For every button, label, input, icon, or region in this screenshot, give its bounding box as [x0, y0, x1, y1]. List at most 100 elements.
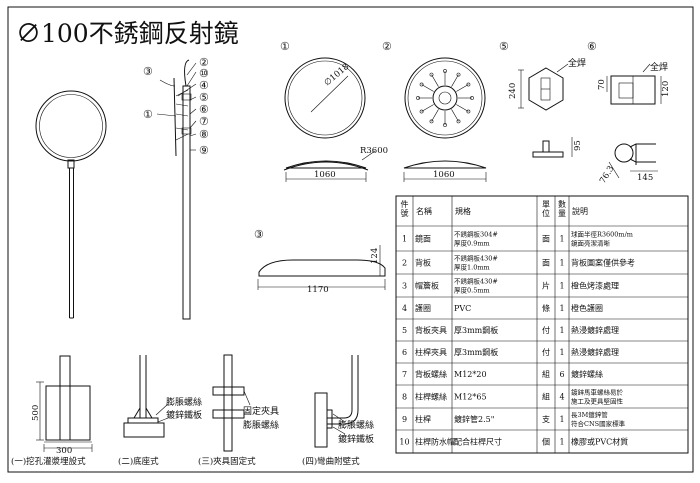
- table-cell: 不銹鋼板430#: [454, 254, 498, 263]
- table-cell: 1: [559, 304, 564, 313]
- dim-1060-a: 1060: [314, 170, 336, 180]
- table-cell: 1: [559, 326, 564, 335]
- table-cell: 面: [542, 259, 550, 268]
- dim-70: 70: [597, 79, 607, 90]
- table-cell: 1: [559, 282, 564, 291]
- back-plate-clamp-view: [518, 63, 573, 158]
- table-cell: 背板螺絲: [415, 369, 447, 379]
- table-cell: 付: [542, 325, 550, 335]
- table-cell: 鍍鋅管2.5": [454, 414, 494, 424]
- table-cell: 組: [542, 369, 550, 379]
- dim-r3600: R3600: [360, 146, 388, 156]
- table-cell: 9: [402, 415, 407, 424]
- table-cell: 1: [559, 259, 564, 268]
- dim-120: 120: [661, 81, 671, 97]
- view-marker-6: ⑥: [587, 40, 597, 53]
- caption-buried: (一)挖孔灌漿埋設式: [11, 456, 86, 467]
- view-marker-3: ③: [254, 228, 264, 241]
- table-cell: 2: [402, 259, 407, 268]
- table-cell: 4: [559, 393, 564, 402]
- table-cell: 橙色護圈: [571, 303, 603, 313]
- table-cell: 厚度0.5mm: [454, 286, 490, 295]
- table-cell: 6: [402, 348, 407, 357]
- label-fix-clamp: 固定夾具: [243, 405, 279, 417]
- table-cell: 配合柱桿尺寸: [454, 437, 502, 447]
- dim-95: 95: [573, 140, 583, 151]
- table-cell: 1: [402, 235, 407, 244]
- table-cell: 施工及更具堅固性: [571, 397, 624, 406]
- part-marker-9: ⑨: [199, 144, 209, 157]
- pole-clamp-view: [606, 63, 662, 179]
- table-cell: 柱桿螺絲: [415, 392, 447, 402]
- view-marker-1: ①: [280, 40, 290, 53]
- table-cell: 背板圖案僅供參考: [571, 258, 635, 268]
- table-cell: 鍍鋅螺絲: [571, 369, 603, 379]
- label-anchor-bolt-3: 膨脹螺絲: [338, 419, 374, 431]
- table-cell: 3: [402, 282, 407, 291]
- table-cell: 5: [402, 326, 407, 335]
- table-cell: 鏡面: [415, 234, 431, 244]
- table-cell: 1: [559, 235, 564, 244]
- part-marker-7: ⑦: [199, 115, 209, 128]
- table-cell: 個: [542, 437, 550, 447]
- dim-500: 500: [31, 405, 41, 421]
- table-cell: 柱桿夾具: [415, 347, 447, 357]
- table-header-2: 規格: [455, 206, 471, 216]
- dim-124: 124: [370, 248, 380, 264]
- part-marker-6: ⑥: [199, 103, 209, 116]
- part-marker-3: ③: [143, 65, 153, 78]
- table-cell: 長3M鍍鋅管: [571, 410, 608, 419]
- table-cell: 背板: [415, 258, 431, 268]
- side-view: [156, 59, 197, 320]
- mirror-face-view: [283, 57, 376, 182]
- label-anchor-bolt-1: 膨脹螺絲: [166, 396, 202, 408]
- table-header-0: 件: [401, 199, 409, 209]
- dim-1170: 1170: [307, 285, 329, 295]
- view-marker-5: ⑤: [499, 40, 509, 53]
- table-cell: M12*65: [454, 393, 487, 402]
- table-cell: 帽簷板: [415, 281, 439, 291]
- hood-plate-view: [257, 245, 386, 290]
- table-cell: 條: [542, 303, 550, 313]
- table-cell: 面: [542, 235, 550, 244]
- label-galv-plate-1: 鍍鋅鐵板: [166, 409, 202, 421]
- caption-wall: (四)彎曲附壁式: [302, 456, 360, 467]
- weld-note-b: 全焊: [650, 61, 668, 73]
- table-header-4: 量: [558, 209, 566, 218]
- table-cell: 柱桿防水帽: [415, 437, 455, 447]
- table-cell: 熱浸鍍鋅處理: [571, 325, 619, 335]
- table-header-1: 名稱: [416, 206, 432, 216]
- table-cell: 不銹鋼板304#: [454, 230, 498, 239]
- dim-300: 300: [56, 446, 72, 456]
- table-cell: 厚度1.0mm: [454, 263, 490, 272]
- table-cell: M12*20: [454, 370, 487, 379]
- dim-1060-b: 1060: [433, 170, 455, 180]
- sheet-border: [7, 6, 694, 473]
- part-marker-1: ①: [143, 108, 153, 121]
- part-marker-8: ⑧: [199, 128, 209, 141]
- view-marker-2: ②: [382, 40, 392, 53]
- table-cell: 片: [542, 281, 550, 291]
- detail-1-buried: [36, 355, 93, 452]
- table-cell: 背板夾具: [415, 325, 447, 335]
- detail-3-clamp: [212, 354, 251, 452]
- table-cell: 熱浸鍍鋅處理: [571, 347, 619, 357]
- table-cell: 8: [402, 393, 407, 402]
- label-galv-plate-3: 鍍鋅鐵板: [338, 433, 374, 445]
- table-cell: 符合CNS國家標準: [571, 419, 626, 428]
- detail-2-base: [123, 355, 169, 438]
- table-cell: 1: [559, 415, 564, 424]
- table-cell: 護圈: [415, 303, 431, 313]
- caption-clamp: (三)夾具固定式: [198, 456, 256, 467]
- detail-4-wall: [314, 355, 359, 448]
- table-cell: 鏡面亮潔清晰: [571, 239, 611, 248]
- table-cell: 付: [542, 347, 550, 357]
- dim-76-3: 76.3: [598, 164, 617, 185]
- weld-note-a: 全焊: [568, 57, 586, 69]
- part-marker-2: ②: [199, 56, 209, 69]
- table-cell: 7: [402, 370, 407, 379]
- table-header-5: 說明: [572, 206, 588, 216]
